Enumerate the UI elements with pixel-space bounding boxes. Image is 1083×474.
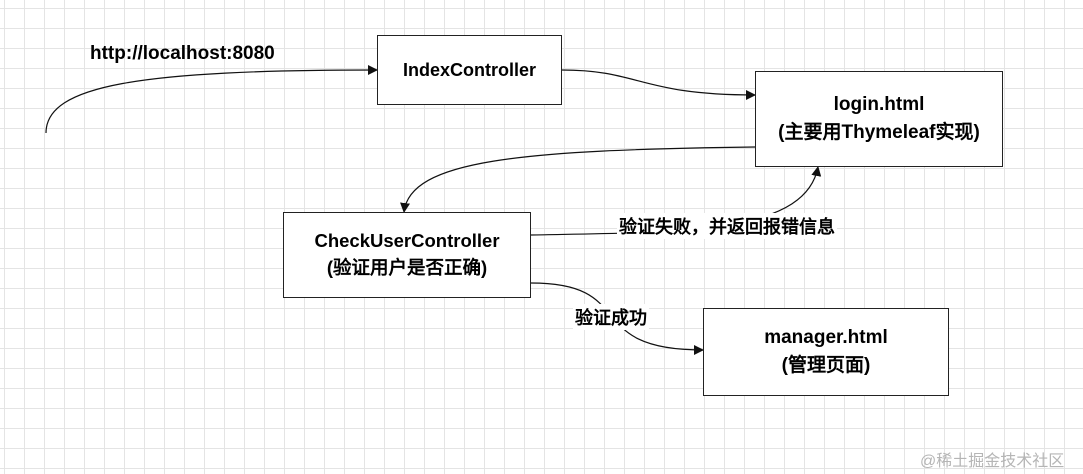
check-user-controller-node: CheckUserController (验证用户是否正确) (283, 212, 531, 298)
fail-edge-label: 验证失败，并返回报错信息 (617, 213, 837, 239)
login-html-title: login.html (833, 94, 925, 116)
login-html-node: login.html (主要用Thymeleaf实现) (755, 71, 1003, 167)
manager-html-subtitle: (管理页面) (781, 355, 871, 376)
index-controller-node: IndexController (377, 35, 562, 105)
entry-connector (45, 65, 378, 134)
watermark: @稀土掘金技术社区 (920, 453, 1065, 470)
login-to-check-connector (400, 146, 756, 213)
login-html-subtitle: (主要用Thymeleaf实现) (778, 122, 980, 143)
check-user-controller-subtitle: (验证用户是否正确) (326, 257, 488, 278)
success-edge-label: 验证成功 (573, 304, 649, 330)
index-controller-title: IndexController (402, 59, 536, 80)
check-user-controller-title: CheckUserController (314, 230, 500, 252)
entry-url-label: http://localhost:8080 (90, 43, 275, 64)
manager-html-node: manager.html (管理页面) (703, 308, 949, 396)
manager-html-title: manager.html (764, 327, 888, 349)
index-to-login-connector (561, 69, 756, 100)
